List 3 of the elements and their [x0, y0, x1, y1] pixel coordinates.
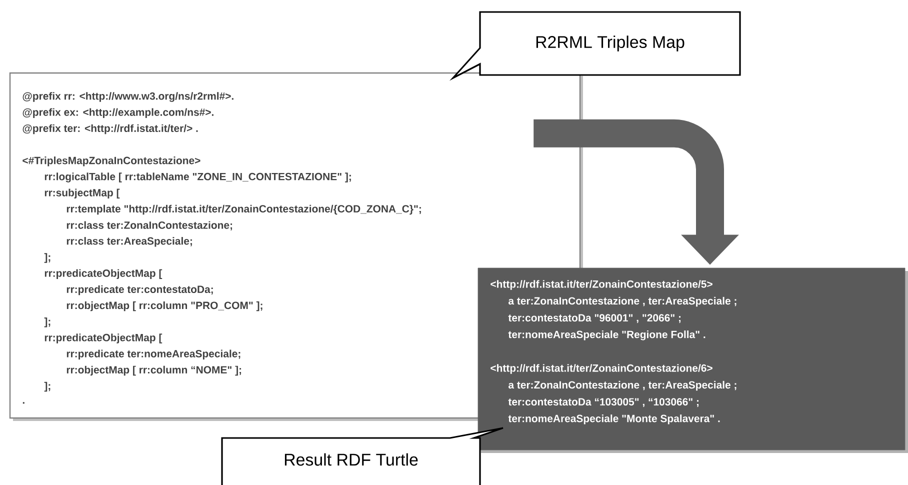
callout-box: Result RDF Turtle [221, 427, 504, 485]
node-label: Result RDF Turtle [284, 453, 418, 466]
callout-box: R2RML Triples Map [449, 11, 741, 81]
